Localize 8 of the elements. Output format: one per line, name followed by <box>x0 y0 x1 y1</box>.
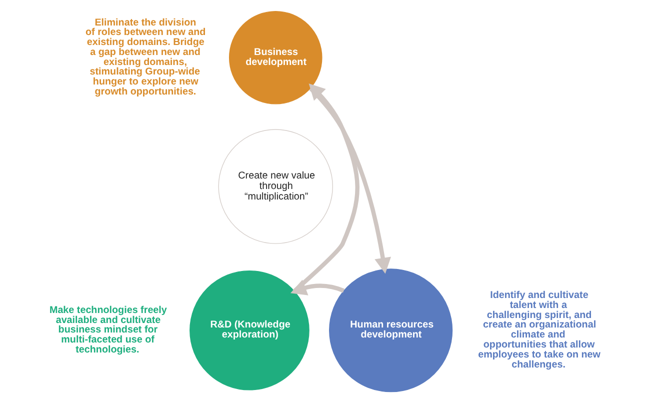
node-circle: Human resources development <box>328 268 452 392</box>
node-circle: Create new value through “multiplication” <box>218 129 333 244</box>
arrow <box>308 86 391 274</box>
arrow <box>292 84 359 293</box>
node-label: Eliminate the division of roles between new and existing domains. Bridge a gap between new and existing domains, stimulating Group-wide hunger to explore new growth opportunities. <box>85 17 206 98</box>
node-circle: Business development <box>228 10 322 104</box>
node-label: Identify and cultivate talent with a challenging spirit, and create an organizational climate and opportunities that allow employees to take on new challenges. <box>478 290 600 370</box>
node-label: Make technologies freely available and cultivate business mindset for multi-faceted use of technologies. <box>48 304 166 356</box>
